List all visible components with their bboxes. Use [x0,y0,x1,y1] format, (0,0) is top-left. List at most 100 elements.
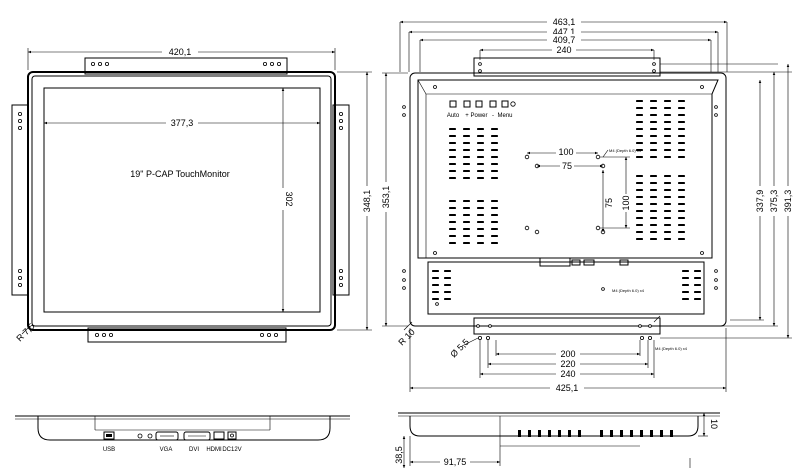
vent-slot [664,210,671,212]
vent-slot [477,242,484,244]
rear-inner-cover [417,79,719,259]
vent-slot [449,128,456,130]
side-housing [409,416,699,437]
vent-slot [678,142,685,144]
side-vent-slot [660,430,663,437]
vent-slot [444,284,451,286]
rear-dim-200-label: 200 [560,349,575,359]
vent-slot [678,156,685,158]
vent-slot [477,170,484,172]
vent-slot [650,135,657,137]
vent-slot [650,128,657,130]
vent-slot [463,235,470,237]
rear-view: Auto + Power - Menu 100 75 75 100 M4 (De… [381,16,793,393]
rear-osd-buttons: Auto + Power - Menu [447,100,516,119]
vesa-note-label: M4 (Depth 6.0) x4 [609,148,642,153]
vent-slot [678,135,685,137]
vent-slot [636,142,643,144]
side-vent-slot [528,430,531,437]
vent-slot [636,121,643,123]
vent-slot [463,177,470,179]
vent-slot [477,221,484,223]
vent-slot [650,203,657,205]
vent-slot [650,224,657,226]
vent-slot [636,182,643,184]
rear-dim-240-top-label: 240 [556,45,571,55]
vent-slot [682,277,689,279]
vent-slot [444,298,451,300]
vent-slot [664,224,671,226]
vent-slot [636,224,643,226]
vent-slot [650,210,657,212]
side-vent-slot [538,430,541,437]
vent-slot [491,170,498,172]
dc-port-icon [227,431,237,440]
side-view: 10 38,5 91,75 [394,412,720,468]
vent-slot [477,228,484,230]
vent-slot [694,291,701,293]
side-vent-slot [578,430,581,437]
vent-slot [491,156,498,158]
vent-slot [650,121,657,123]
vent-slot [463,149,470,151]
osd-button-menu [501,100,509,108]
side-vent-slot [670,430,673,437]
vent-slot [491,200,498,202]
vent-slot [678,175,685,177]
vent-slot [678,114,685,116]
vent-slot [664,203,671,205]
vent-slot [678,107,685,109]
vent-slot [650,196,657,198]
vent-slot [650,189,657,191]
vent-slot [477,135,484,137]
side-vent-slot [518,430,521,437]
front-width-label: 420,1 [169,47,192,57]
vent-slot [491,235,498,237]
osd-led-icon [510,101,516,107]
rear-housing [409,72,727,327]
bottom-view: USB VGA DVI HDMI DC12V [15,415,350,453]
osd-label-auto: Auto [447,113,460,119]
vent-slot [694,298,701,300]
vent-slot [636,100,643,102]
vent-slot [694,277,701,279]
rear-note-2: M4 (Depth 6.0) x4 [612,288,645,293]
front-radius-label: R 7,5 [14,321,36,343]
vent-slot [463,242,470,244]
osd-button-auto [449,100,457,108]
port-label-dc12v: DC12V [222,447,241,453]
vent-slot [463,142,470,144]
front-left-bracket-holes [17,112,22,287]
vent-slot [678,224,685,226]
vent-slot [678,128,685,130]
vent-slot [664,128,671,130]
vent-slot [432,270,439,272]
vent-slot [650,175,657,177]
rear-dim-409-label: 409,7 [553,35,576,45]
vent-slot [491,149,498,151]
vent-slot [664,142,671,144]
vesa-75-h-label: 75 [562,161,572,171]
vent-slot [449,242,456,244]
vent-slot [678,149,685,151]
vent-slot [449,163,456,165]
audio-port-icon [137,433,143,439]
vent-slot [463,163,470,165]
vent-slot [636,210,643,212]
vga-port-icon [155,431,179,441]
front-title: 19" P-CAP TouchMonitor [130,169,229,179]
vent-slot [491,128,498,130]
vent-slot [477,177,484,179]
side-vent-slots [518,430,673,437]
vent-slot [463,214,470,216]
vent-slot [650,156,657,158]
vent-slot [449,177,456,179]
vent-slot [682,270,689,272]
osd-label-power: Power [470,113,487,119]
vent-slot [678,100,685,102]
vent-slot [449,228,456,230]
vent-slot [432,284,439,286]
port-label-vga: VGA [160,447,173,453]
vent-slot [678,238,685,240]
